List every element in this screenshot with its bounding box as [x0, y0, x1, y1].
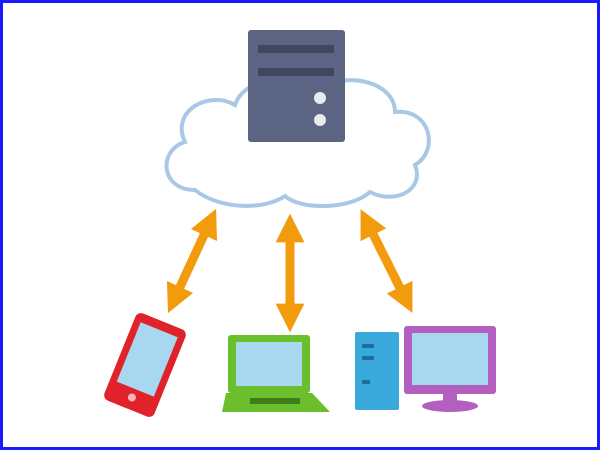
monitor-icon [404, 326, 496, 412]
arrow-to-phone [166, 208, 218, 314]
smartphone-icon [104, 313, 186, 417]
sync-arrows [166, 208, 413, 333]
server-icon [248, 30, 345, 142]
illustration-canvas [104, 30, 496, 417]
cloud-icon [164, 76, 431, 208]
laptop-icon [222, 335, 330, 412]
desktop-tower-icon [355, 332, 399, 410]
arrow-to-desktop [360, 209, 413, 313]
